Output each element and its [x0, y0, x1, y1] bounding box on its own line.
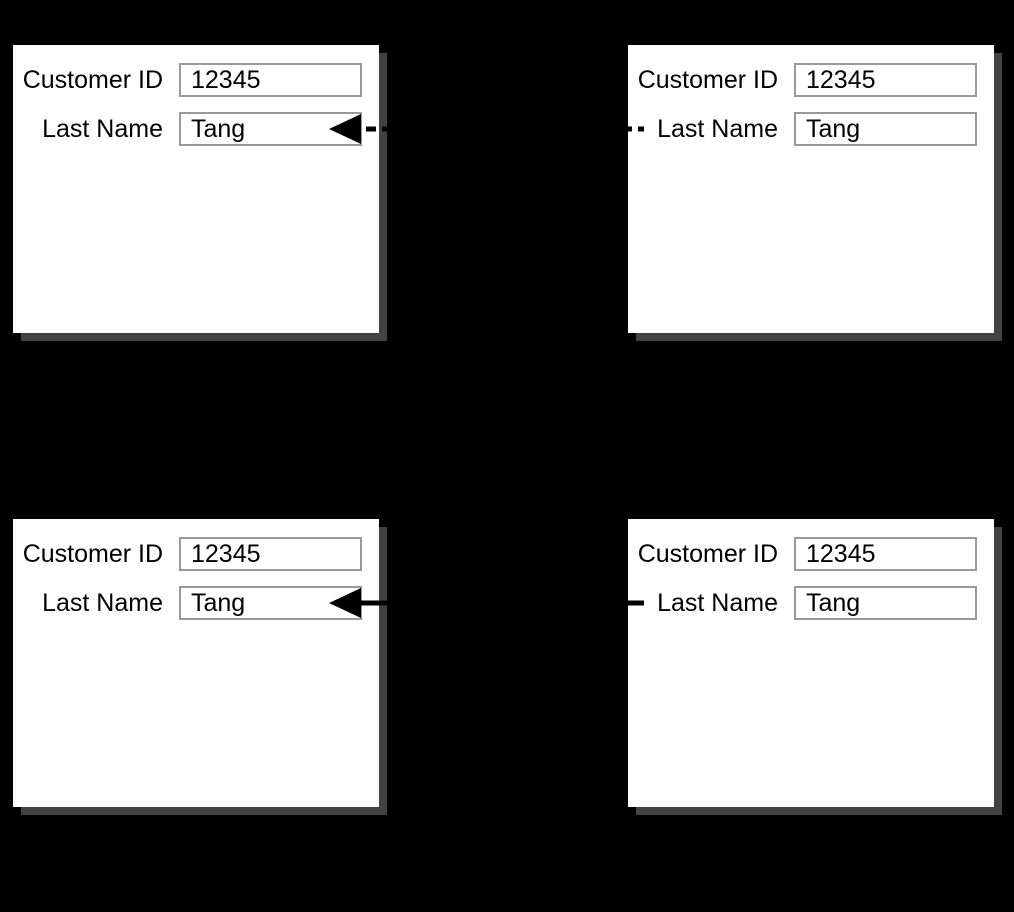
last-name-label: Last Name	[42, 588, 163, 617]
customer-id-input[interactable]	[179, 63, 362, 97]
customer-id-row: Customer ID	[628, 63, 994, 97]
customer-id-label: Customer ID	[22, 539, 163, 568]
last-name-row: Last Name	[628, 112, 994, 146]
last-name-label: Last Name	[42, 114, 163, 143]
customer-id-input[interactable]	[179, 537, 362, 571]
last-name-input[interactable]	[179, 586, 362, 620]
last-name-row: Last Name	[13, 586, 379, 620]
last-name-input[interactable]	[179, 112, 362, 146]
customer-id-label: Customer ID	[637, 65, 778, 94]
last-name-row: Last Name	[628, 586, 994, 620]
customer-id-row: Customer ID	[13, 63, 379, 97]
last-name-row: Last Name	[13, 112, 379, 146]
customer-id-label: Customer ID	[637, 539, 778, 568]
last-name-label: Last Name	[657, 114, 778, 143]
last-name-input[interactable]	[794, 586, 977, 620]
form-panel-bottom-right: Customer ID Last Name	[628, 519, 994, 807]
form-panel-top-left: Customer ID Last Name	[13, 45, 379, 333]
form-panel-bottom-left: Customer ID Last Name	[13, 519, 379, 807]
form-panel-top-right: Customer ID Last Name	[628, 45, 994, 333]
customer-id-label: Customer ID	[22, 65, 163, 94]
customer-id-row: Customer ID	[628, 537, 994, 571]
customer-id-input[interactable]	[794, 537, 977, 571]
last-name-input[interactable]	[794, 112, 977, 146]
customer-id-row: Customer ID	[13, 537, 379, 571]
customer-id-input[interactable]	[794, 63, 977, 97]
last-name-label: Last Name	[657, 588, 778, 617]
